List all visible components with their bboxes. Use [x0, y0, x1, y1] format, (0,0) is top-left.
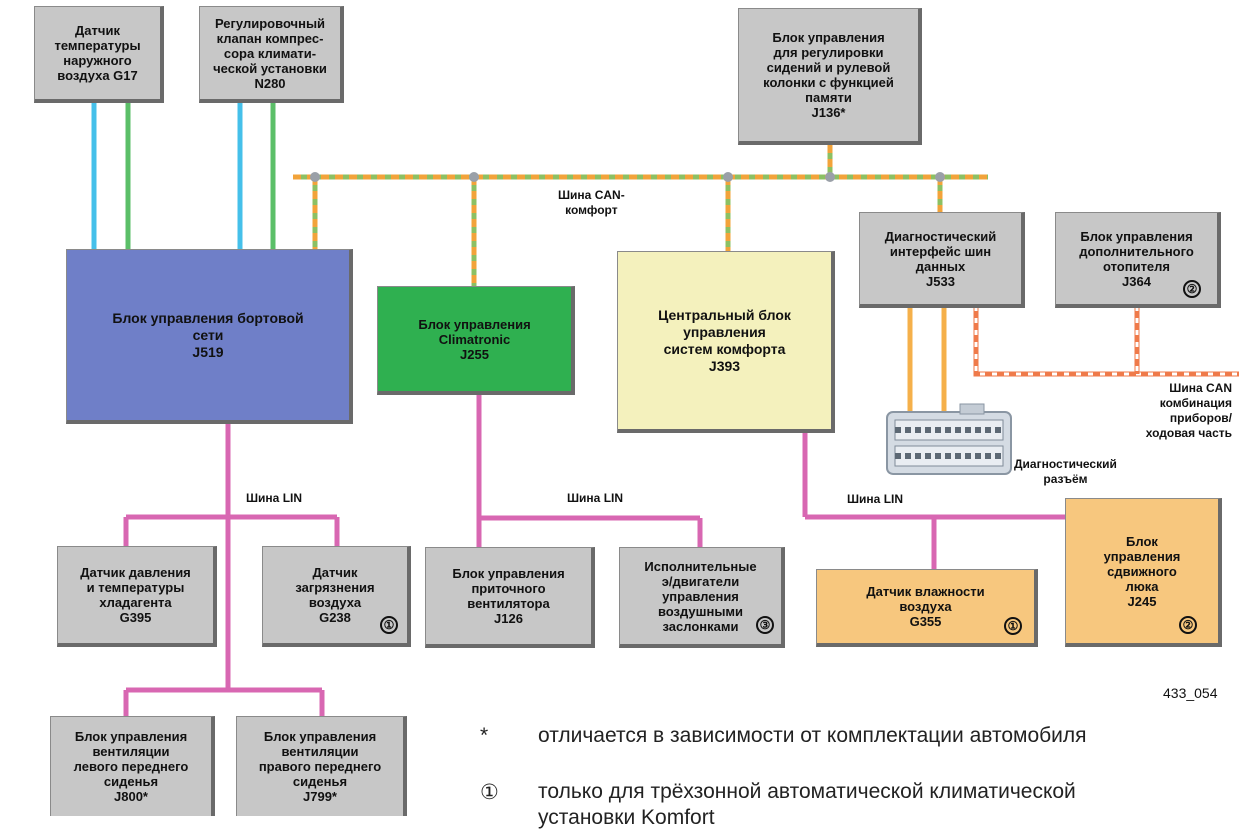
lin-bus-j519 [123, 423, 340, 718]
figure-code: 433_054 [1163, 685, 1218, 701]
lin-bus-j393 [802, 430, 1070, 570]
legend-text: установки Komfort [538, 806, 715, 829]
box-j136-seat-memory-control: Блок управления для регулировки сидений … [738, 8, 922, 145]
label-can-comfort: Шина CAN- комфорт [558, 188, 625, 217]
box-j245-sunroof-control: Блок управления сдвижного люка J245 [1065, 498, 1222, 647]
label-can-instruments: Шина CAN комбинация приборов/ ходовая ча… [1145, 381, 1232, 440]
label-lin-bus-1: Шина LIN [246, 491, 303, 505]
box-j533-diagnostic-gateway: Диагностический интерфейс шин данных J53… [859, 212, 1025, 308]
legend-text: только для трёхзонной автоматической кли… [538, 780, 1076, 803]
box-j126-blower-control: Блок управления приточного вентилятора J… [425, 547, 595, 648]
can-instruments-bus [973, 306, 1239, 377]
label-lin-bus-2: Шина LIN [567, 491, 624, 505]
legend-symbol [480, 806, 538, 830]
badge-actuators: ③ [756, 616, 774, 634]
box-n280-compressor-valve: Регулировочный клапан компрес- сора клим… [199, 6, 344, 103]
box-flap-actuators: Исполнительные э/двигатели управления во… [619, 547, 785, 648]
label-diagnostic-connector: Диагностический разъём [1014, 457, 1117, 486]
badge-j245: ② [1179, 616, 1197, 634]
box-j799-right-seat-ventilation: Блок управления вентиляции правого перед… [236, 716, 407, 816]
badge-g238: ① [380, 616, 398, 634]
box-g17-outside-temp-sensor: Датчик температуры наружного воздуха G17 [34, 6, 164, 103]
box-j393-comfort-central: Центральный блок управления систем комфо… [617, 251, 835, 433]
label-lin-bus-3: Шина LIN [847, 492, 904, 506]
legend-item-note-1: ① только для трёхзонной автоматической к… [480, 780, 1076, 805]
legend-item-note-1-cont: установки Komfort [480, 806, 715, 830]
legend-symbol: ① [480, 781, 499, 804]
badge-j364: ② [1183, 280, 1201, 298]
box-g395-refrigerant-sensor: Датчик давления и температуры хладагента… [57, 546, 217, 647]
legend-text: отличается в зависимости от комплектации… [538, 724, 1087, 747]
badge-g355: ① [1004, 617, 1022, 635]
box-j519-onboard-supply: Блок управления бортовой сети J519 [66, 249, 353, 424]
box-g355-humidity-sensor: Датчик влажности воздуха G355 [816, 569, 1038, 647]
diagnostic-connector [886, 403, 1012, 475]
box-j364-aux-heater: Блок управления дополнительного отопител… [1055, 212, 1221, 308]
can-comfort-bus [293, 145, 988, 287]
lin-bus-j255 [476, 393, 703, 548]
legend-item-asterisk: * отличается в зависимости от комплектац… [480, 724, 1087, 748]
box-j800-left-seat-ventilation: Блок управления вентиляции левого передн… [50, 716, 215, 816]
box-j255-climatronic: Блок управления Climatronic J255 [377, 286, 575, 395]
legend-symbol: * [480, 724, 489, 747]
